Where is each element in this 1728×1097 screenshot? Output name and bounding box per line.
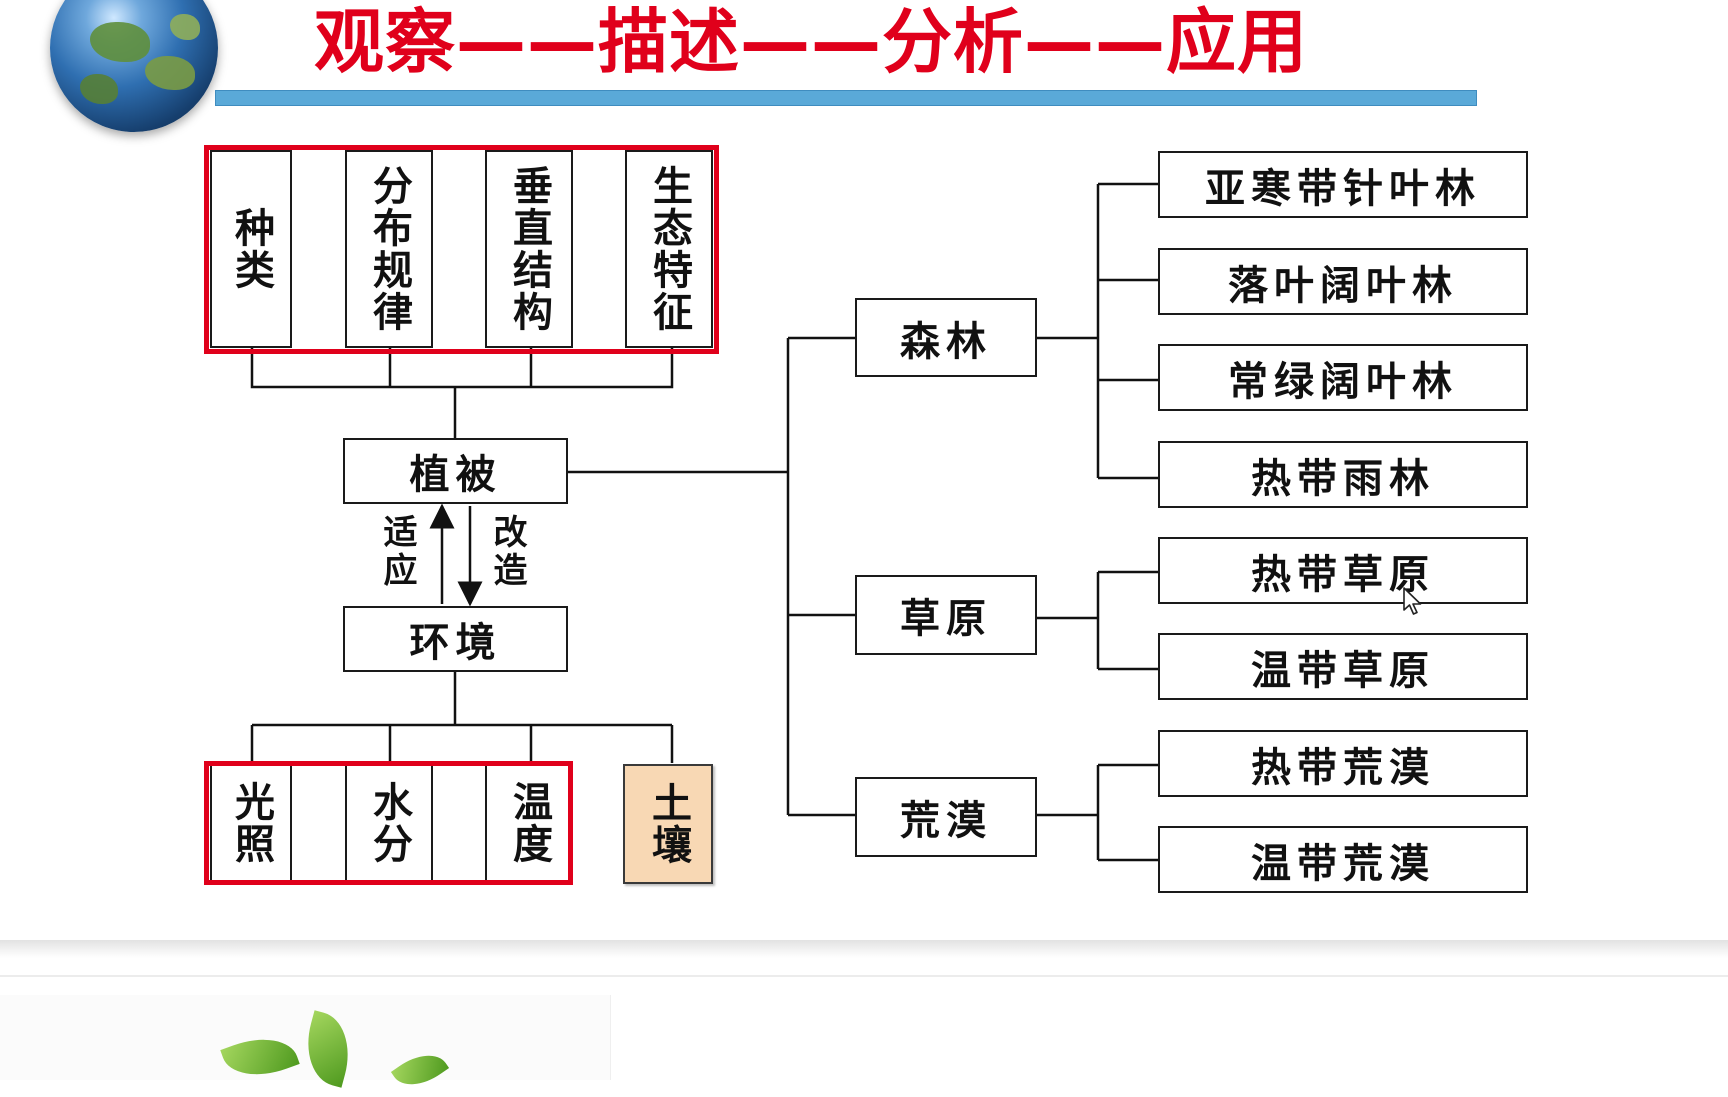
environment-factor-temperature: 温度 [485,763,573,883]
slide-divider [0,940,1728,958]
grassland-type-temperate: 温带草原 [1158,633,1528,700]
forest-type-boreal-coniferous: 亚寒带针叶林 [1158,151,1528,218]
forest-type-evergreen-broadleaf: 常绿阔叶林 [1158,344,1528,411]
forest-type-deciduous-broadleaf: 落叶阔叶林 [1158,248,1528,315]
transform-label: 改造 [487,514,527,590]
mouse-cursor-icon [1403,587,1422,615]
next-slide-preview [0,995,611,1097]
separator-line [0,975,1728,977]
globe-icon [50,0,218,132]
category-desert: 荒漠 [855,777,1037,857]
forest-type-tropical-rainforest: 热带雨林 [1158,441,1528,508]
vegetation-aspect-species: 种类 [210,150,292,348]
desert-type-tropical: 热带荒漠 [1158,730,1528,797]
page-title: 观察——描述——分析——应用 [314,1,1308,83]
environment-factor-light: 光照 [210,763,292,883]
vegetation-aspect-ecological-traits: 生态特征 [625,150,713,348]
leaf-icon [220,1026,300,1088]
vegetation-aspects-highlight-frame [204,145,719,354]
leaf-icon [390,1043,450,1097]
slide: 观察——描述——分析——应用 种类 分布规律 垂直结构 生态特征 植被 适应 改… [50,0,1528,893]
category-forest: 森林 [855,298,1037,377]
category-grassland: 草原 [855,575,1037,655]
grassland-type-tropical: 热带草原 [1158,537,1528,604]
title-underline-bar [215,90,1477,106]
environment-node: 环境 [343,606,568,672]
adapt-label: 适应 [377,514,417,590]
vegetation-node: 植被 [343,438,568,504]
environment-factor-soil: 土壤 [623,764,713,884]
climate-factors-highlight-frame [204,761,573,885]
vegetation-aspect-distribution: 分布规律 [345,150,433,348]
connector-lines [250,182,1158,862]
desert-type-temperate: 温带荒漠 [1158,826,1528,893]
vegetation-aspect-vertical-structure: 垂直结构 [485,150,573,348]
leaf-icon [296,1010,360,1088]
